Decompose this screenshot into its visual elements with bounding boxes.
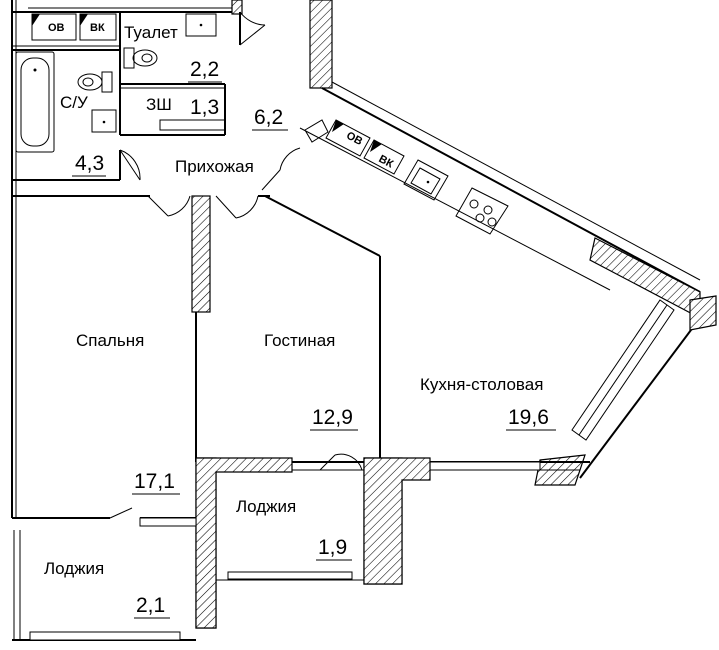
toilet-room-toilet-icon [123,47,158,69]
shaft-ov-top-label: ОВ [48,22,65,34]
shaft-ov-top: ОВ [31,13,77,41]
room-label-bathroom: С/У [60,93,88,112]
loggia-center-outline [216,571,364,581]
room-area-bedroom: 17,1 [134,470,175,493]
toilet-icon [77,71,113,93]
doors-wet-zone [119,11,266,181]
room-area-living: 12,9 [312,406,353,429]
room-label-wardrobe: ЗШ [146,95,172,114]
living-walls [264,195,381,460]
shaft-vk-kitchen-label: ВК [377,153,396,171]
toilet-sink-icon [185,13,217,37]
room-label-hallway: Прихожая [175,157,254,176]
hallway-doors [147,119,329,219]
shaft-vk-kitchen: ВК [363,139,405,175]
kitchen-diagonal-wall [321,81,701,319]
room-label-living: Гостиная [264,331,335,350]
stove-icon [455,187,509,235]
room-label-kitchen: Кухня-столовая [420,375,543,394]
room-label-loggia-left: Лоджия [44,559,104,578]
column-top [309,0,333,89]
room-area-loggia-left: 2,1 [136,594,165,617]
shaft-vk-top-label: ВК [90,22,105,34]
kitchen-counter-edge [299,127,611,291]
bathtub-icon [15,51,55,153]
room-area-hallway: 6,2 [254,106,283,129]
wet-zone-walls [11,0,243,518]
kitchen-window-wall [534,295,717,486]
shaft-ov-kitchen: ОВ [325,119,371,157]
column-mid [191,195,211,313]
sink-icon [91,109,117,133]
room-label-bedroom: Спальня [76,331,144,350]
room-area-bathroom: 4,3 [75,152,104,175]
shaft-ov-kitchen-label: ОВ [344,130,364,148]
room-area-toilet: 2,2 [190,58,219,81]
wardrobe-rail [159,119,226,131]
bottom-facade [195,453,590,629]
room-area-kitchen: 19,6 [508,406,549,429]
shaft-vk-top: ВК [79,13,117,41]
room-label-toilet: Туалет [124,23,178,42]
room-area-loggia-center: 1,9 [318,536,347,559]
room-area-wardrobe: 1,3 [190,96,219,119]
room-label-loggia-center: Лоджия [236,497,296,516]
kitchen-sink-icon [403,159,449,201]
loggia-left-outline [12,507,197,641]
